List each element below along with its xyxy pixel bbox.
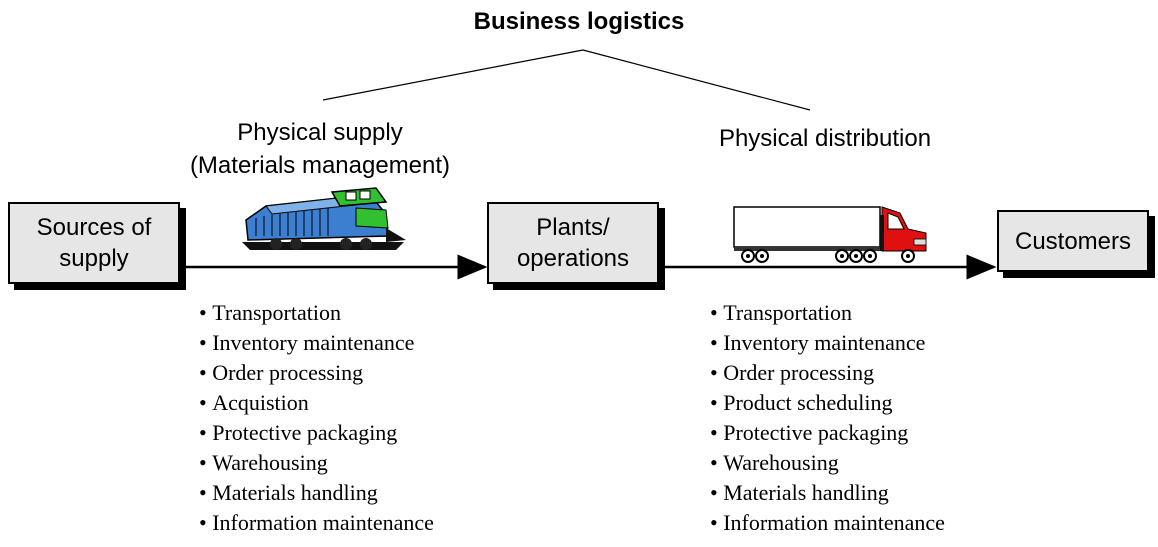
list-item: Protective packaging	[710, 418, 945, 448]
list-item: Warehousing	[710, 448, 945, 478]
sources-line-1: Sources of	[36, 214, 152, 241]
list-item: Order processing	[199, 358, 434, 388]
list-item: Inventory maintenance	[710, 328, 945, 358]
sources-of-supply-box: Sources of supply	[8, 202, 180, 284]
list-item: Protective packaging	[199, 418, 434, 448]
list-item: Acquistion	[199, 388, 434, 418]
list-item: Product scheduling	[710, 388, 945, 418]
list-item: Materials handling	[199, 478, 434, 508]
supply-label-line-2: (Materials management)	[189, 152, 451, 179]
list-item: Information maintenance	[710, 508, 945, 538]
physical-distribution-label: Physical distribution	[718, 125, 932, 152]
list-item: Inventory maintenance	[199, 328, 434, 358]
truck-icon	[733, 206, 927, 263]
list-item: Information maintenance	[199, 508, 434, 538]
plants-operations-box: Plants/ operations	[487, 202, 659, 284]
customers-label: Customers	[1014, 227, 1132, 255]
plants-line-1: Plants/	[536, 214, 610, 241]
list-item: Warehousing	[199, 448, 434, 478]
list-item: Transportation	[199, 298, 434, 328]
list-item: Materials handling	[710, 478, 945, 508]
roof-line-right	[582, 49, 811, 111]
locomotive-icon	[242, 187, 406, 250]
list-item: Order processing	[710, 358, 945, 388]
supply-activities-list: Transportation Inventory maintenance Ord…	[199, 298, 434, 538]
list-item: Transportation	[710, 298, 945, 328]
plants-line-2: operations	[516, 245, 630, 272]
diagram-title: Business logistics	[473, 8, 685, 35]
physical-supply-label: Physical supply (Materials management)	[160, 116, 480, 182]
sources-line-2: supply	[59, 245, 129, 272]
roof-line-left	[322, 49, 584, 101]
customers-box: Customers	[997, 210, 1149, 272]
supply-label-line-1: Physical supply	[237, 119, 403, 146]
distribution-activities-list: Transportation Inventory maintenance Ord…	[710, 298, 945, 538]
